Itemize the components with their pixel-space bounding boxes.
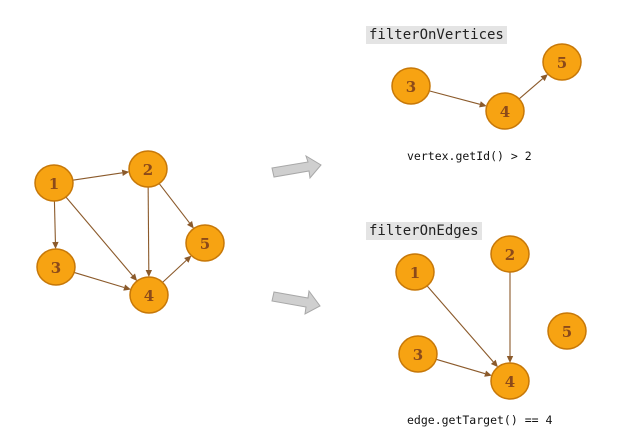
edge-line [73,271,125,289]
filter-on-vertices-edge-3-4 [429,90,487,108]
filter-on-edges-node-1: 1 [395,253,435,291]
node-circle [395,253,435,291]
edge-line [426,285,494,363]
transform-arrow-top [271,154,322,180]
filter-on-edges-edge-1-4 [426,285,498,368]
original-edge-1-3 [52,200,59,250]
node-circle [542,43,582,81]
node-label: 1 [410,264,420,282]
node-circle [398,335,438,373]
node-circle [490,235,530,273]
original-edge-1-2 [72,169,130,181]
node-circle [185,224,225,262]
node-label: 2 [143,161,153,179]
edge-line [158,183,190,224]
edge-line [147,186,150,271]
node-label: 3 [51,259,61,277]
edge-arrowhead [186,220,194,229]
filter-on-edges-title: filterOnEdges [366,222,482,240]
filter-on-edges-edge-3-4 [435,358,492,377]
filter-on-edges-caption: edge.getTarget() == 4 [407,413,553,427]
edge-line [65,196,133,276]
original-node-1: 1 [34,164,74,202]
filter-on-edges-edge-2-4 [506,272,514,363]
node-label: 4 [505,373,515,391]
filter-on-vertices-node-3: 3 [391,67,431,105]
edge-line [518,78,543,100]
node-circle [547,312,587,350]
filter-on-vertices-graph: 3 4 5 [391,43,582,130]
node-label: 3 [413,346,423,364]
node-circle [129,276,169,314]
transform-arrow-bottom [271,289,321,315]
node-circle [128,150,168,188]
filter-on-vertices-node-4: 4 [485,92,525,130]
filter-on-edges-node-4: 4 [490,362,530,400]
edge-arrowhead [145,269,153,278]
original-node-5: 5 [185,224,225,262]
edge-line [53,200,56,243]
node-circle [34,164,74,202]
node-circle [391,67,431,105]
node-label: 2 [505,246,515,264]
original-node-2: 2 [128,150,168,188]
node-label: 4 [500,103,510,121]
node-circle [36,248,76,286]
node-circle [490,362,530,400]
node-label: 5 [562,323,572,341]
original-node-3: 3 [36,248,76,286]
original-edge-3-4 [73,271,131,291]
filter-on-edges-node-5: 5 [547,312,587,350]
node-label: 1 [49,175,59,193]
edge-arrowhead [479,101,487,108]
original-edge-2-4 [145,186,153,278]
original-edge-4-5 [162,255,192,283]
edge-line [72,172,123,181]
edge-arrowhead [484,370,492,377]
filter-on-vertices-caption: vertex.getId() > 2 [407,149,532,163]
edge-line [435,358,486,375]
original-edge-1-4 [65,196,138,281]
node-label: 5 [200,235,210,253]
filter-on-vertices-title: filterOnVertices [366,26,507,44]
edge-line [162,259,187,283]
node-label: 3 [406,78,416,96]
filter-on-vertices-node-5: 5 [542,43,582,81]
edge-arrowhead [130,273,138,281]
edge-arrowhead [506,356,514,363]
node-label: 5 [557,54,567,72]
edge-arrowhead [52,241,59,250]
filter-on-edges-graph: 1 2 3 4 5 [395,235,587,400]
edge-arrowhead [490,359,498,368]
filter-on-edges-node-3: 3 [398,335,438,373]
original-graph: 1 2 3 4 5 [34,150,225,314]
edge-arrowhead [184,255,192,263]
edge-arrowhead [123,284,131,291]
edge-arrowhead [121,169,130,176]
original-node-4: 4 [129,276,169,314]
node-label: 4 [144,287,154,305]
node-circle [485,92,525,130]
edge-arrowhead [540,74,548,82]
original-edge-2-5 [158,183,194,229]
filter-on-vertices-edge-4-5 [518,74,548,100]
edge-line [429,90,481,105]
filter-on-edges-node-2: 2 [490,235,530,273]
